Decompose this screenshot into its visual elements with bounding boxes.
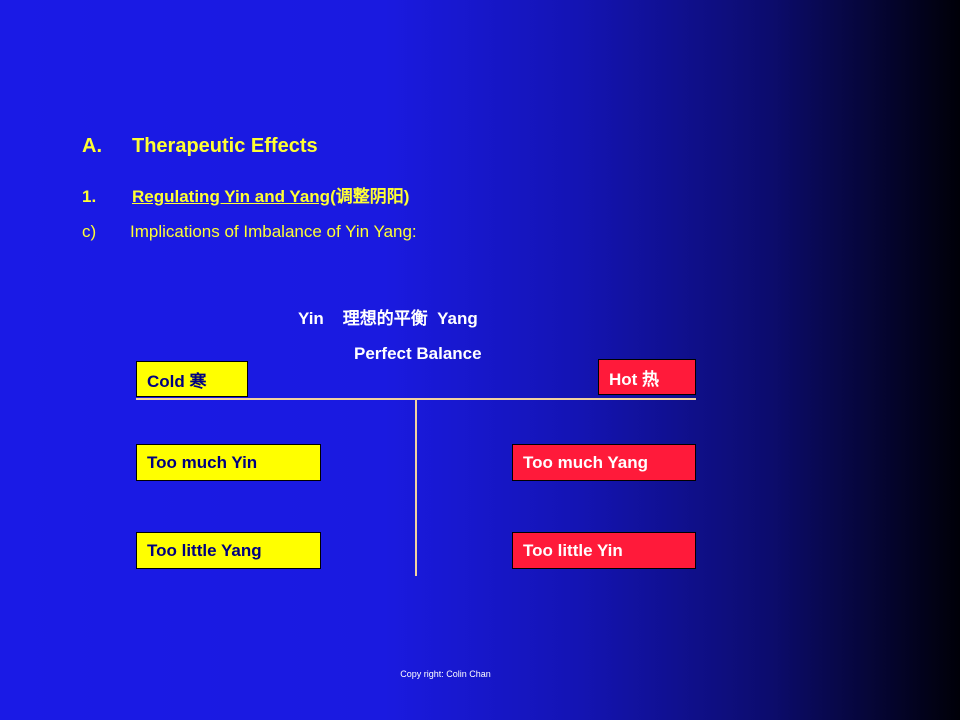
subpoint: c) Implications of Imbalance of Yin Yang… [82, 222, 417, 242]
section-number: A. [82, 135, 102, 157]
subheading-link[interactable]: Regulating Yin and Yang [132, 187, 331, 206]
balance-horizontal-line [136, 398, 696, 400]
yin-yang-balance-label: Yin 理想的平衡 Yang [298, 309, 478, 328]
too-much-yang-box: Too much Yang [512, 444, 696, 481]
subheading: 1. Regulating Yin and Yang (调整阴阳) [82, 182, 409, 207]
subpoint-text: Implications of Imbalance of Yin Yang: [130, 222, 417, 241]
too-little-yin-label: Too little Yin [523, 540, 623, 560]
subheading-number: 1. [82, 187, 97, 206]
perfect-balance-label: Perfect Balance [354, 344, 482, 363]
too-much-yang-label: Too much Yang [523, 452, 648, 472]
balance-vertical-line [415, 400, 417, 576]
too-much-yin-label: Too much Yin [147, 452, 258, 472]
hot-box: Hot 热 [598, 359, 696, 395]
subpoint-letter: c) [82, 222, 97, 241]
too-little-yin-box: Too little Yin [512, 532, 696, 569]
too-little-yang-label: Too little Yang [147, 540, 262, 560]
hot-label: Hot 热 [609, 369, 660, 389]
section-title: Therapeutic Effects [132, 135, 318, 157]
cold-box: Cold 寒 [136, 361, 248, 397]
cold-label: Cold 寒 [147, 371, 207, 391]
section-heading: A. Therapeutic Effects [82, 135, 318, 158]
copyright-footer: Copy right: Colin Chan [400, 669, 491, 679]
subheading-chinese: (调整阴阳) [330, 187, 410, 206]
too-much-yin-box: Too much Yin [136, 444, 321, 481]
too-little-yang-box: Too little Yang [136, 532, 321, 569]
